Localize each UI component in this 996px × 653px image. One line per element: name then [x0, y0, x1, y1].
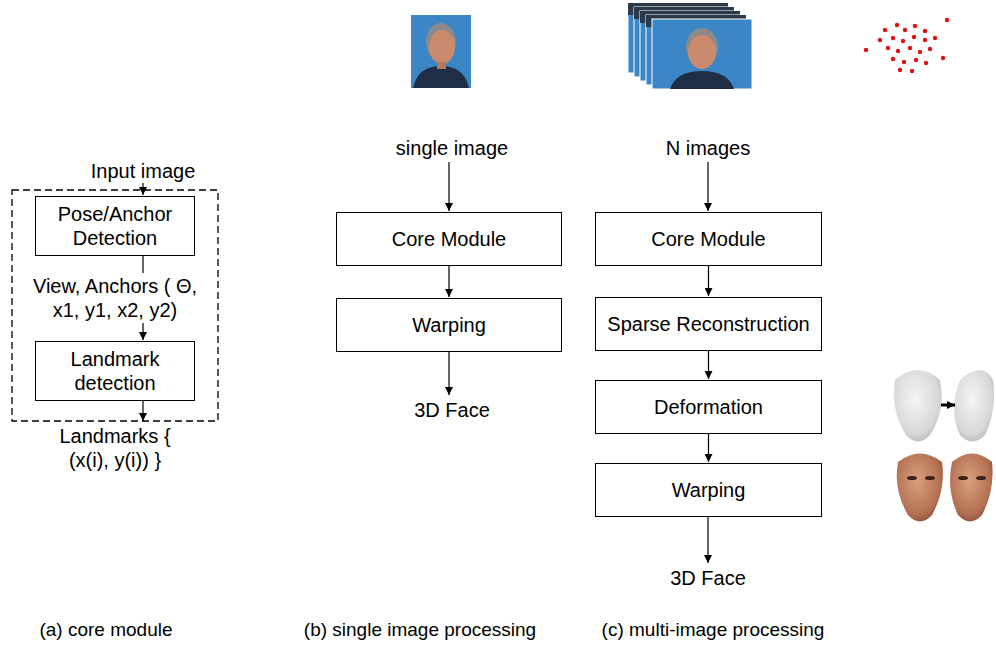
panel-caption: (b) single image processing	[304, 619, 536, 642]
box-text: Core Module	[392, 227, 507, 251]
mesh-faces	[894, 370, 994, 442]
process-box: Deformation	[595, 380, 822, 434]
output-label: Landmarks { (x(i), y(i)) }	[40, 424, 190, 472]
flow-arrow	[708, 266, 709, 296]
process-box: Landmark detection	[35, 341, 195, 401]
box-text: Landmark detection	[42, 347, 188, 395]
panel-caption: (a) core module	[39, 619, 172, 642]
box-text: Warping	[412, 313, 486, 337]
output-label: 3D Face	[414, 398, 490, 422]
process-box: Sparse Reconstruction	[595, 297, 822, 351]
box-text: Deformation	[654, 395, 763, 419]
box-text: Warping	[672, 478, 746, 502]
flow-arrow	[708, 434, 709, 462]
flow-arrow	[708, 351, 709, 379]
output-label: 3D Face	[670, 566, 746, 590]
edge-label: View, Anchors ( Θ, x1, y1, x2, y2)	[23, 273, 207, 323]
input-label: N images	[666, 136, 750, 160]
process-box: Pose/Anchor Detection	[35, 196, 195, 256]
process-box: Core Module	[336, 212, 562, 266]
box-text: Core Module	[651, 227, 766, 251]
process-box: Core Module	[595, 212, 822, 266]
face-photo	[411, 15, 471, 88]
flow-arrow	[448, 266, 449, 297]
module-frame	[12, 190, 218, 421]
box-text: Sparse Reconstruction	[607, 312, 809, 336]
panel-caption: (c) multi-image processing	[602, 619, 825, 642]
process-box: Warping	[595, 463, 822, 517]
photo-stack	[628, 3, 752, 89]
box-text: Pose/Anchor Detection	[42, 202, 188, 250]
sparse-points	[864, 18, 949, 73]
input-label: single image	[396, 136, 508, 160]
textured-faces	[897, 454, 993, 522]
input-label: Input image	[91, 159, 196, 183]
process-box: Warping	[336, 298, 562, 352]
